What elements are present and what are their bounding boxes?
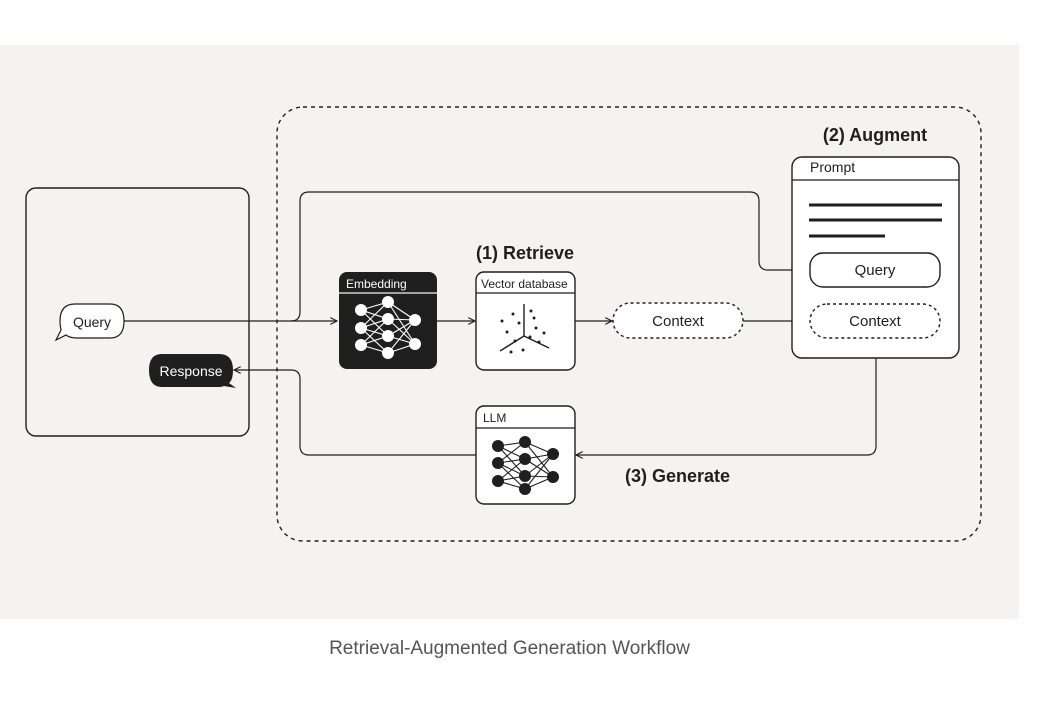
embedding-box: Embedding xyxy=(339,272,437,369)
arrow-prompt-to-llm xyxy=(576,358,877,455)
retrieved-context-label: Context xyxy=(652,313,705,330)
rag-diagram: Query Response Embedding xyxy=(25,106,982,542)
response-bubble: Response xyxy=(149,354,236,388)
response-bubble-text: Response xyxy=(159,363,222,379)
prompt-label: Prompt xyxy=(810,159,855,175)
arrow-llm-to-response xyxy=(234,370,476,456)
llm-network-icon xyxy=(492,436,559,495)
vector-database-label: Vector database xyxy=(481,277,568,291)
vector-space-icon xyxy=(499,304,550,354)
prompt-query-label: Query xyxy=(855,262,896,279)
llm-box: LLM xyxy=(475,405,576,505)
figure-caption: Retrieval-Augmented Generation Workflow xyxy=(329,638,690,659)
client-panel xyxy=(25,187,250,437)
prompt-query-field: Query xyxy=(809,252,941,288)
query-bubble: Query xyxy=(54,303,125,342)
prompt-box: Prompt Query Context xyxy=(791,156,960,359)
llm-label: LLM xyxy=(483,411,506,425)
rag-system-boundary xyxy=(276,106,982,542)
diagram-canvas: Query Response Embedding xyxy=(0,45,1019,619)
query-bubble-text: Query xyxy=(73,314,111,330)
vector-database-box: Vector database xyxy=(475,271,576,371)
embedding-network-icon xyxy=(355,296,421,359)
augment-title: (2) Augment xyxy=(823,125,927,145)
prompt-text-lines xyxy=(809,203,942,238)
generate-title: (3) Generate xyxy=(625,466,730,486)
prompt-context-label: Context xyxy=(849,313,902,330)
retrieve-title: (1) Retrieve xyxy=(476,243,574,263)
arrow-query-to-prompt xyxy=(290,191,809,322)
retrieved-context: Context xyxy=(612,302,744,339)
prompt-context-field: Context xyxy=(809,303,941,339)
embedding-label: Embedding xyxy=(346,277,407,291)
